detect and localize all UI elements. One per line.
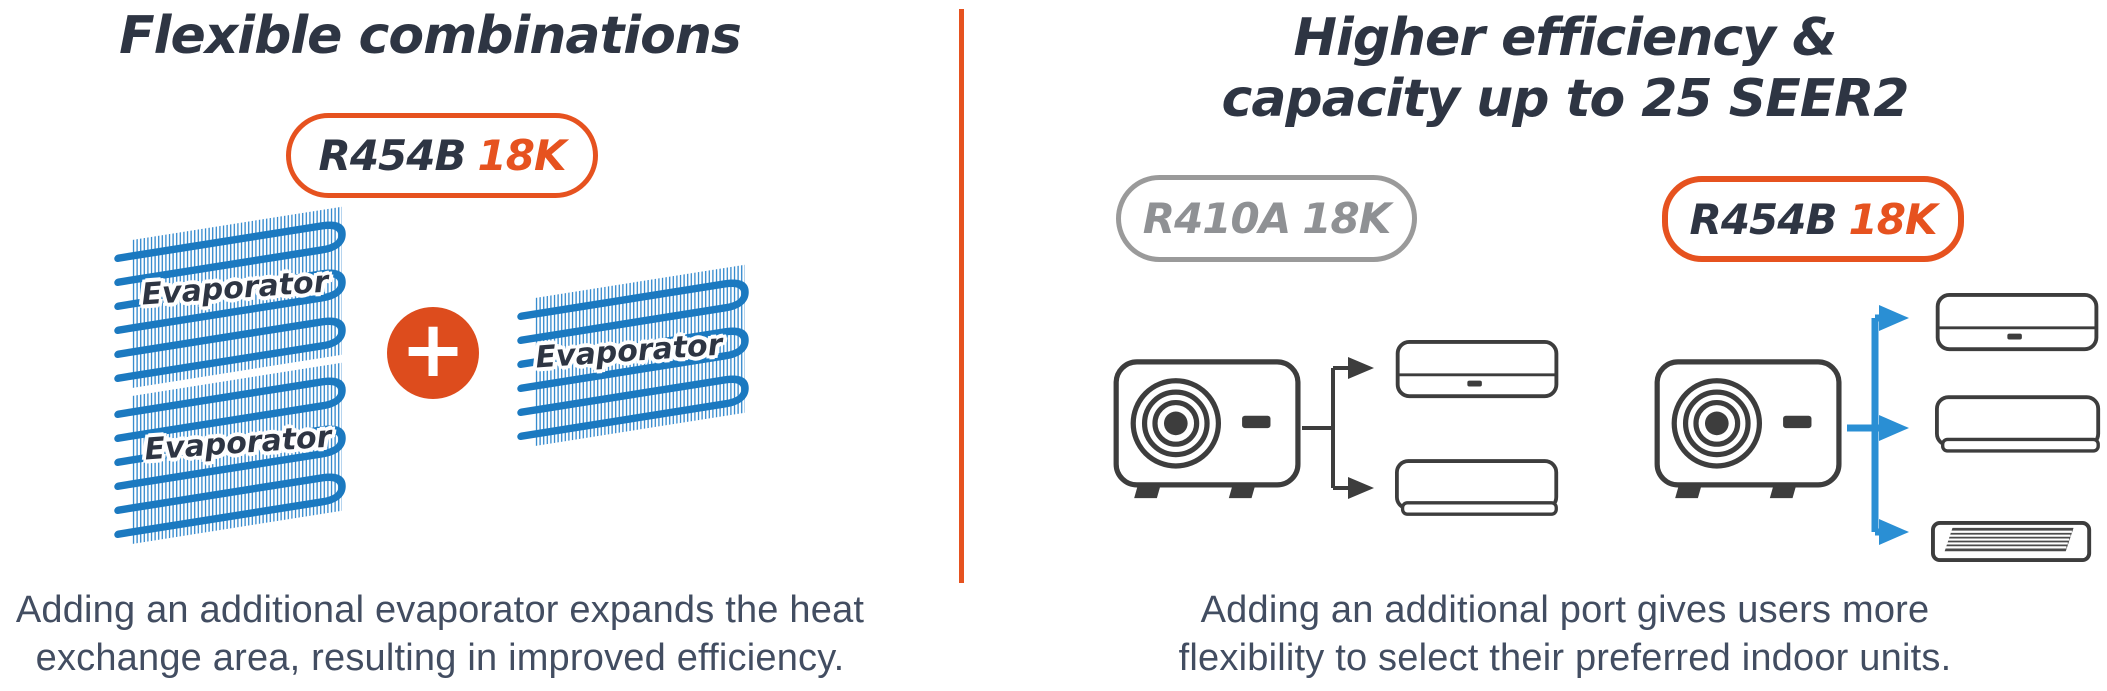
indoor-unit-icon <box>1935 395 2101 453</box>
right-title-line1: Higher efficiency & <box>1293 8 1837 68</box>
refrigerant-badge-r454b-right: R454B 18K <box>1662 176 1964 262</box>
badge-refrigerant-label: R454B <box>1689 194 1837 244</box>
badge-capacity-label: 18K <box>1302 194 1391 243</box>
plus-icon: + <box>387 307 479 399</box>
refrigerant-badge-r454b-left: R454B 18K <box>286 113 598 198</box>
left-caption-line1: Adding an additional evaporator expands … <box>15 589 865 631</box>
left-caption-line2: exchange area, resulting in improved eff… <box>35 637 845 679</box>
connection-lines-black <box>1302 357 1374 499</box>
indoor-unit-icon <box>1395 340 1559 399</box>
left-caption: Adding an additional evaporator expands … <box>10 586 870 682</box>
indoor-unit-icon <box>1395 459 1559 517</box>
right-caption: Adding an additional port gives users mo… <box>1135 586 1995 682</box>
right-caption-line1: Adding an additional port gives users mo… <box>1200 589 1930 631</box>
connection-lines-blue <box>1847 305 1909 545</box>
outdoor-unit-icon <box>1116 362 1298 498</box>
badge-capacity-label: 18K <box>477 131 567 180</box>
r454b-system-diagram <box>1645 289 2107 566</box>
right-caption-line2: flexibility to select their preferred in… <box>1178 637 1952 679</box>
outdoor-unit-icon <box>1657 362 1839 498</box>
grille-unit-icon <box>1931 521 2092 563</box>
r410a-system-diagram <box>1106 335 1561 520</box>
left-panel-title: Flexible combinations <box>119 6 742 66</box>
refrigerant-badge-r410a: R410A 18K <box>1116 175 1417 262</box>
panel-divider <box>959 9 964 583</box>
badge-capacity-label: 18K <box>1848 194 1938 244</box>
right-panel-title: Higher efficiency & capacity up to 25 SE… <box>1180 8 1950 130</box>
badge-refrigerant-label: R454B <box>318 131 466 180</box>
indoor-unit-icon <box>1935 293 2099 352</box>
badge-refrigerant-label: R410A <box>1142 194 1292 243</box>
right-title-line2: capacity up to 25 SEER2 <box>1221 69 1910 129</box>
